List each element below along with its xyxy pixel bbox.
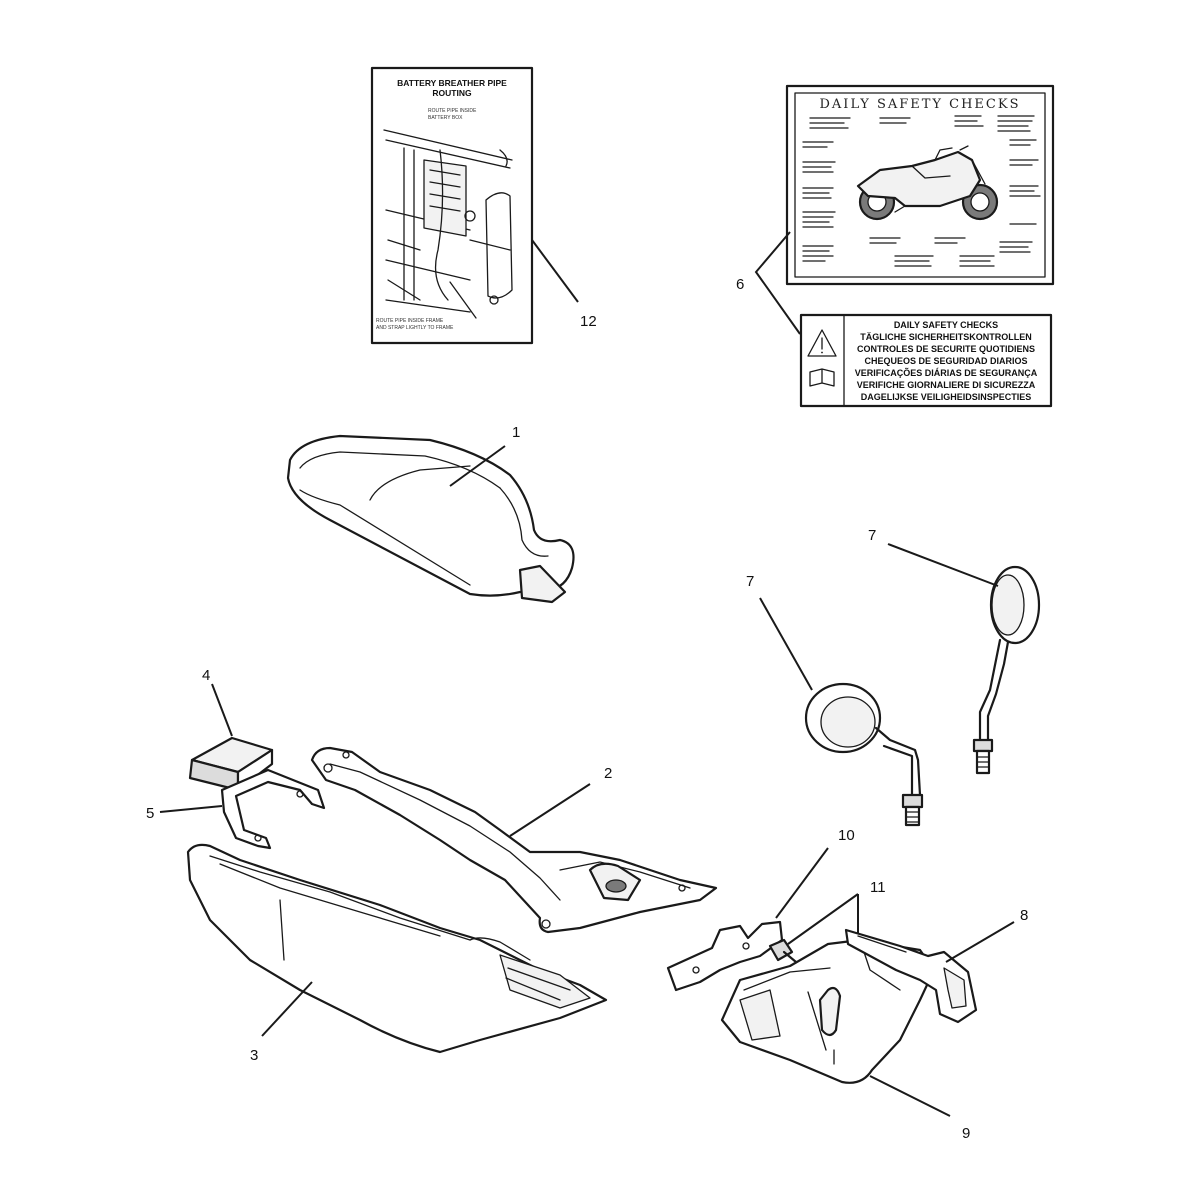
daily-checks-title: DAILY SAFETY CHECKS xyxy=(820,97,1021,112)
multilingual-line-3: CONTROLES DE SECURITE QUOTIDIENS xyxy=(857,344,1035,354)
leader-5 xyxy=(159,805,223,813)
battery-breather-label: BATTERY BREATHER PIPE ROUTING ROUTE PIPE… xyxy=(370,66,534,345)
multilingual-line-6: VERIFICHE GIORNALIERE DI SICUREZZA xyxy=(857,380,1036,390)
battery-label-title-2: ROUTING xyxy=(432,88,472,98)
battery-label-note-top-2: BATTERY BOX xyxy=(428,115,463,121)
callout-5: 5 xyxy=(146,805,154,822)
leader-8 xyxy=(945,921,1015,963)
multilingual-line-1: DAILY SAFETY CHECKS xyxy=(894,320,998,330)
battery-label-note-bottom-2: AND STRAP LIGHTLY TO FRAME xyxy=(376,325,454,331)
leader-9 xyxy=(869,1075,951,1117)
battery-label-note-top-1: ROUTE PIPE INSIDE xyxy=(428,108,477,114)
manual-book-icon xyxy=(809,368,835,387)
leader-12 xyxy=(531,239,579,303)
leader-6 xyxy=(754,231,801,335)
leader-3 xyxy=(261,981,313,1037)
leader-2 xyxy=(509,783,591,837)
callout-7b: 7 xyxy=(868,527,876,544)
bracket xyxy=(220,768,326,850)
leader-1 xyxy=(449,445,506,487)
daily-safety-checks-label: DAILY SAFETY CHECKS xyxy=(785,84,1055,286)
strip-bracket xyxy=(666,920,784,992)
daily-checks-text-blocks xyxy=(802,115,1041,267)
multilingual-line-5: VERIFICAÇÕES DIÁRIAS DE SEGURANÇA xyxy=(855,368,1038,378)
rear-hugger xyxy=(720,938,936,1084)
leader-10 xyxy=(775,847,829,919)
callout-10: 10 xyxy=(838,827,855,844)
leader-7b xyxy=(887,543,999,587)
multilingual-line-4: CHEQUEOS DE SEGURIDAD DIARIOS xyxy=(864,356,1027,366)
battery-label-frame-drawing xyxy=(383,129,513,319)
multilingual-line-2: TÄGLICHE SICHERHEITSKONTROLLEN xyxy=(860,332,1032,342)
mudguard-bracket xyxy=(844,928,978,1024)
leader-4 xyxy=(211,683,233,737)
multilingual-warning-label: DAILY SAFETY CHECKS TÄGLICHE SICHERHEITS… xyxy=(799,313,1053,408)
callout-9: 9 xyxy=(962,1125,970,1142)
leader-7a xyxy=(759,597,813,691)
seat xyxy=(286,434,575,604)
callout-1: 1 xyxy=(512,424,520,441)
callout-8: 8 xyxy=(1020,907,1028,924)
battery-label-note-bottom-1: ROUTE PIPE INSIDE FRAME xyxy=(376,318,444,324)
tail-unit xyxy=(186,843,608,1054)
callout-2: 2 xyxy=(604,765,612,782)
motorcycle-drawing xyxy=(856,145,999,221)
callout-7a: 7 xyxy=(746,573,754,590)
battery-label-title-1: BATTERY BREATHER PIPE xyxy=(397,78,507,88)
callout-3: 3 xyxy=(250,1047,258,1064)
mirror-left xyxy=(804,682,924,827)
callout-6: 6 xyxy=(736,276,744,293)
multilingual-line-7: DAGELIJKSE VEILIGHEIDSINSPECTIES xyxy=(861,392,1032,402)
callout-11: 11 xyxy=(870,879,886,896)
bolt-1 xyxy=(768,938,798,964)
seat-rail xyxy=(310,746,718,934)
callout-4: 4 xyxy=(202,667,210,684)
warning-triangle-icon xyxy=(807,329,837,357)
callout-12: 12 xyxy=(580,313,597,330)
mirror-right xyxy=(972,565,1041,775)
